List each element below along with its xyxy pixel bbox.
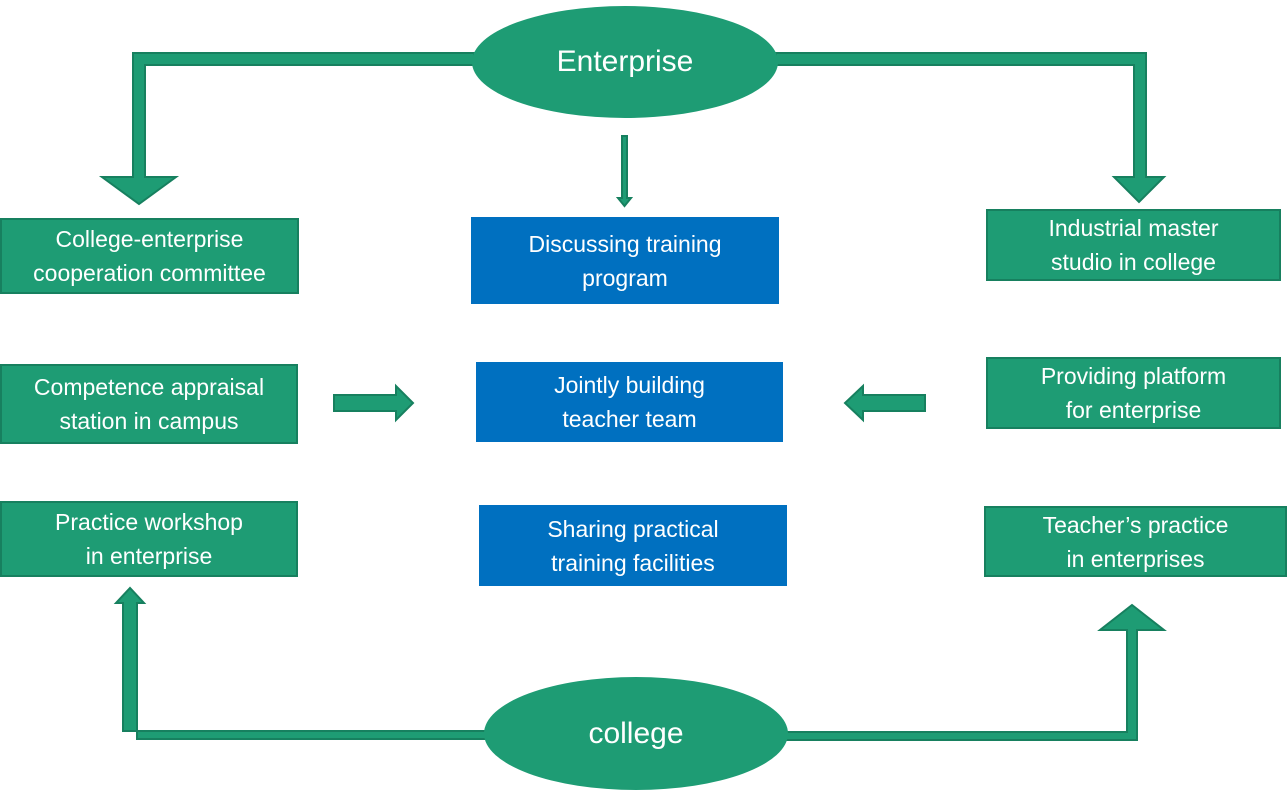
arrow-enterprise-to-committee [98, 52, 475, 206]
arrow-appraisal-to-teacher-team [333, 383, 415, 423]
practice-workshop-box: Practice workshop in enterprise [0, 501, 298, 577]
committee-box: College-enterprise cooperation committee [0, 218, 299, 294]
arrow-college-to-teacher-practice [785, 603, 1167, 741]
platform-box: Providing platform for enterprise [986, 357, 1281, 429]
teacher-team-label: Jointly building teacher team [554, 372, 705, 432]
teacher-practice-label: Teacher’s practice in enterprises [1042, 511, 1229, 572]
college-label: college [588, 716, 684, 750]
practice-workshop-label: Practice workshop in enterprise [55, 509, 243, 569]
appraisal-station-box: Competence appraisal station in campus [0, 364, 298, 444]
college-node: college [484, 677, 788, 790]
training-program-label: Discussing training program [528, 230, 722, 291]
master-studio-label: Industrial master studio in college [1048, 215, 1219, 275]
teacher-team-box: Jointly building teacher team [476, 362, 783, 442]
training-program-box: Discussing training program [471, 217, 779, 304]
appraisal-station-label: Competence appraisal station in campus [33, 374, 265, 434]
enterprise-node: Enterprise [472, 6, 778, 118]
arrow-college-to-workshop [113, 586, 487, 740]
teacher-practice-box: Teacher’s practice in enterprises [984, 506, 1287, 577]
arrow-enterprise-to-training [615, 135, 634, 208]
enterprise-label: Enterprise [556, 45, 694, 78]
master-studio-box: Industrial master studio in college [986, 209, 1281, 281]
training-facilities-label: Sharing practical training facilities [547, 515, 719, 576]
training-facilities-box: Sharing practical training facilities [479, 505, 787, 586]
arrow-enterprise-to-studio [775, 52, 1167, 204]
arrow-platform-to-teacher-team [843, 383, 926, 423]
platform-label: Providing platform for enterprise [1040, 363, 1227, 423]
committee-label: College-enterprise cooperation committee [33, 226, 266, 286]
